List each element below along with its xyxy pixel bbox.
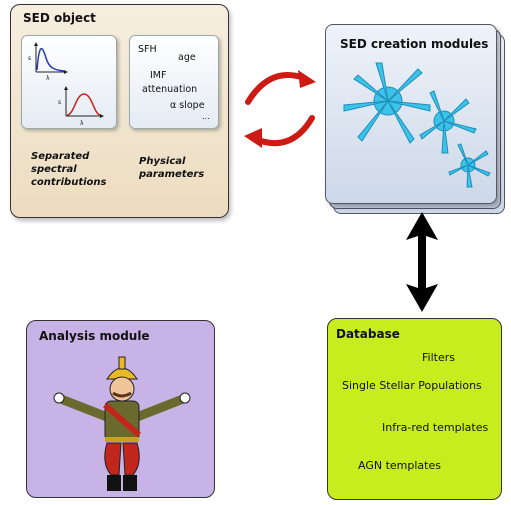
analysis-module-title: Analysis module <box>39 329 150 343</box>
database-box: Database Filters Single Stellar Populati… <box>327 318 502 500</box>
plot-2-x-label: λ <box>80 120 84 127</box>
neuron-medium-icon <box>419 90 477 154</box>
spectral-caption-line-3: contributions <box>31 177 107 188</box>
param-alpha-slope: α slope <box>170 100 205 111</box>
param-age: age <box>178 52 196 63</box>
database-item-filters: Filters <box>422 351 455 364</box>
param-sfh: SFH <box>138 44 157 55</box>
spectral-plots: s λ s λ <box>28 42 104 127</box>
spectrum-plot-1: s λ <box>28 42 68 82</box>
physical-caption-line-1: Physical <box>139 156 186 167</box>
sed-object-title: SED object <box>23 11 96 25</box>
param-attenuation: attenuation <box>142 84 198 95</box>
spectral-caption-line-1: Separated <box>31 151 90 162</box>
neuron-small-icon <box>448 143 491 188</box>
sed-object-box: SED object s λ s λ <box>10 4 229 218</box>
spectral-caption-line-2: spectral <box>31 164 77 175</box>
param-imf: IMF <box>150 70 167 81</box>
red-arrow-lower <box>244 115 315 148</box>
sed-modules-title: SED creation modules <box>340 37 489 51</box>
physical-caption: Physical parameters <box>139 155 204 181</box>
neuron-illustration <box>343 62 491 188</box>
analysis-module-box: Analysis module <box>26 320 215 498</box>
database-item-ssp: Single Stellar Populations <box>342 379 482 392</box>
plot-2-y-label: s <box>58 99 61 106</box>
database-title: Database <box>336 327 400 341</box>
spectrum-plot-2: s λ <box>58 86 104 127</box>
plot-1-x-label: λ <box>46 75 50 82</box>
general-figure-illustration <box>53 356 191 491</box>
red-arrow-upper <box>245 70 316 105</box>
spectral-plots-card: s λ s λ <box>21 35 117 129</box>
param-ellipsis: ... <box>202 112 210 121</box>
red-cycle-arrows <box>244 70 316 148</box>
spectral-caption: Separated spectral contributions <box>31 150 106 189</box>
physical-caption-line-2: parameters <box>139 169 205 180</box>
black-double-arrow <box>406 212 438 312</box>
physical-parameters-card: SFH age IMF attenuation α slope ... <box>129 35 219 129</box>
database-item-agn: AGN templates <box>358 459 441 472</box>
plot-1-y-label: s <box>28 55 31 62</box>
sed-modules-box: SED creation modules <box>325 24 497 204</box>
database-item-ir: Infra-red templates <box>382 421 489 434</box>
neuron-large-icon <box>343 62 431 144</box>
